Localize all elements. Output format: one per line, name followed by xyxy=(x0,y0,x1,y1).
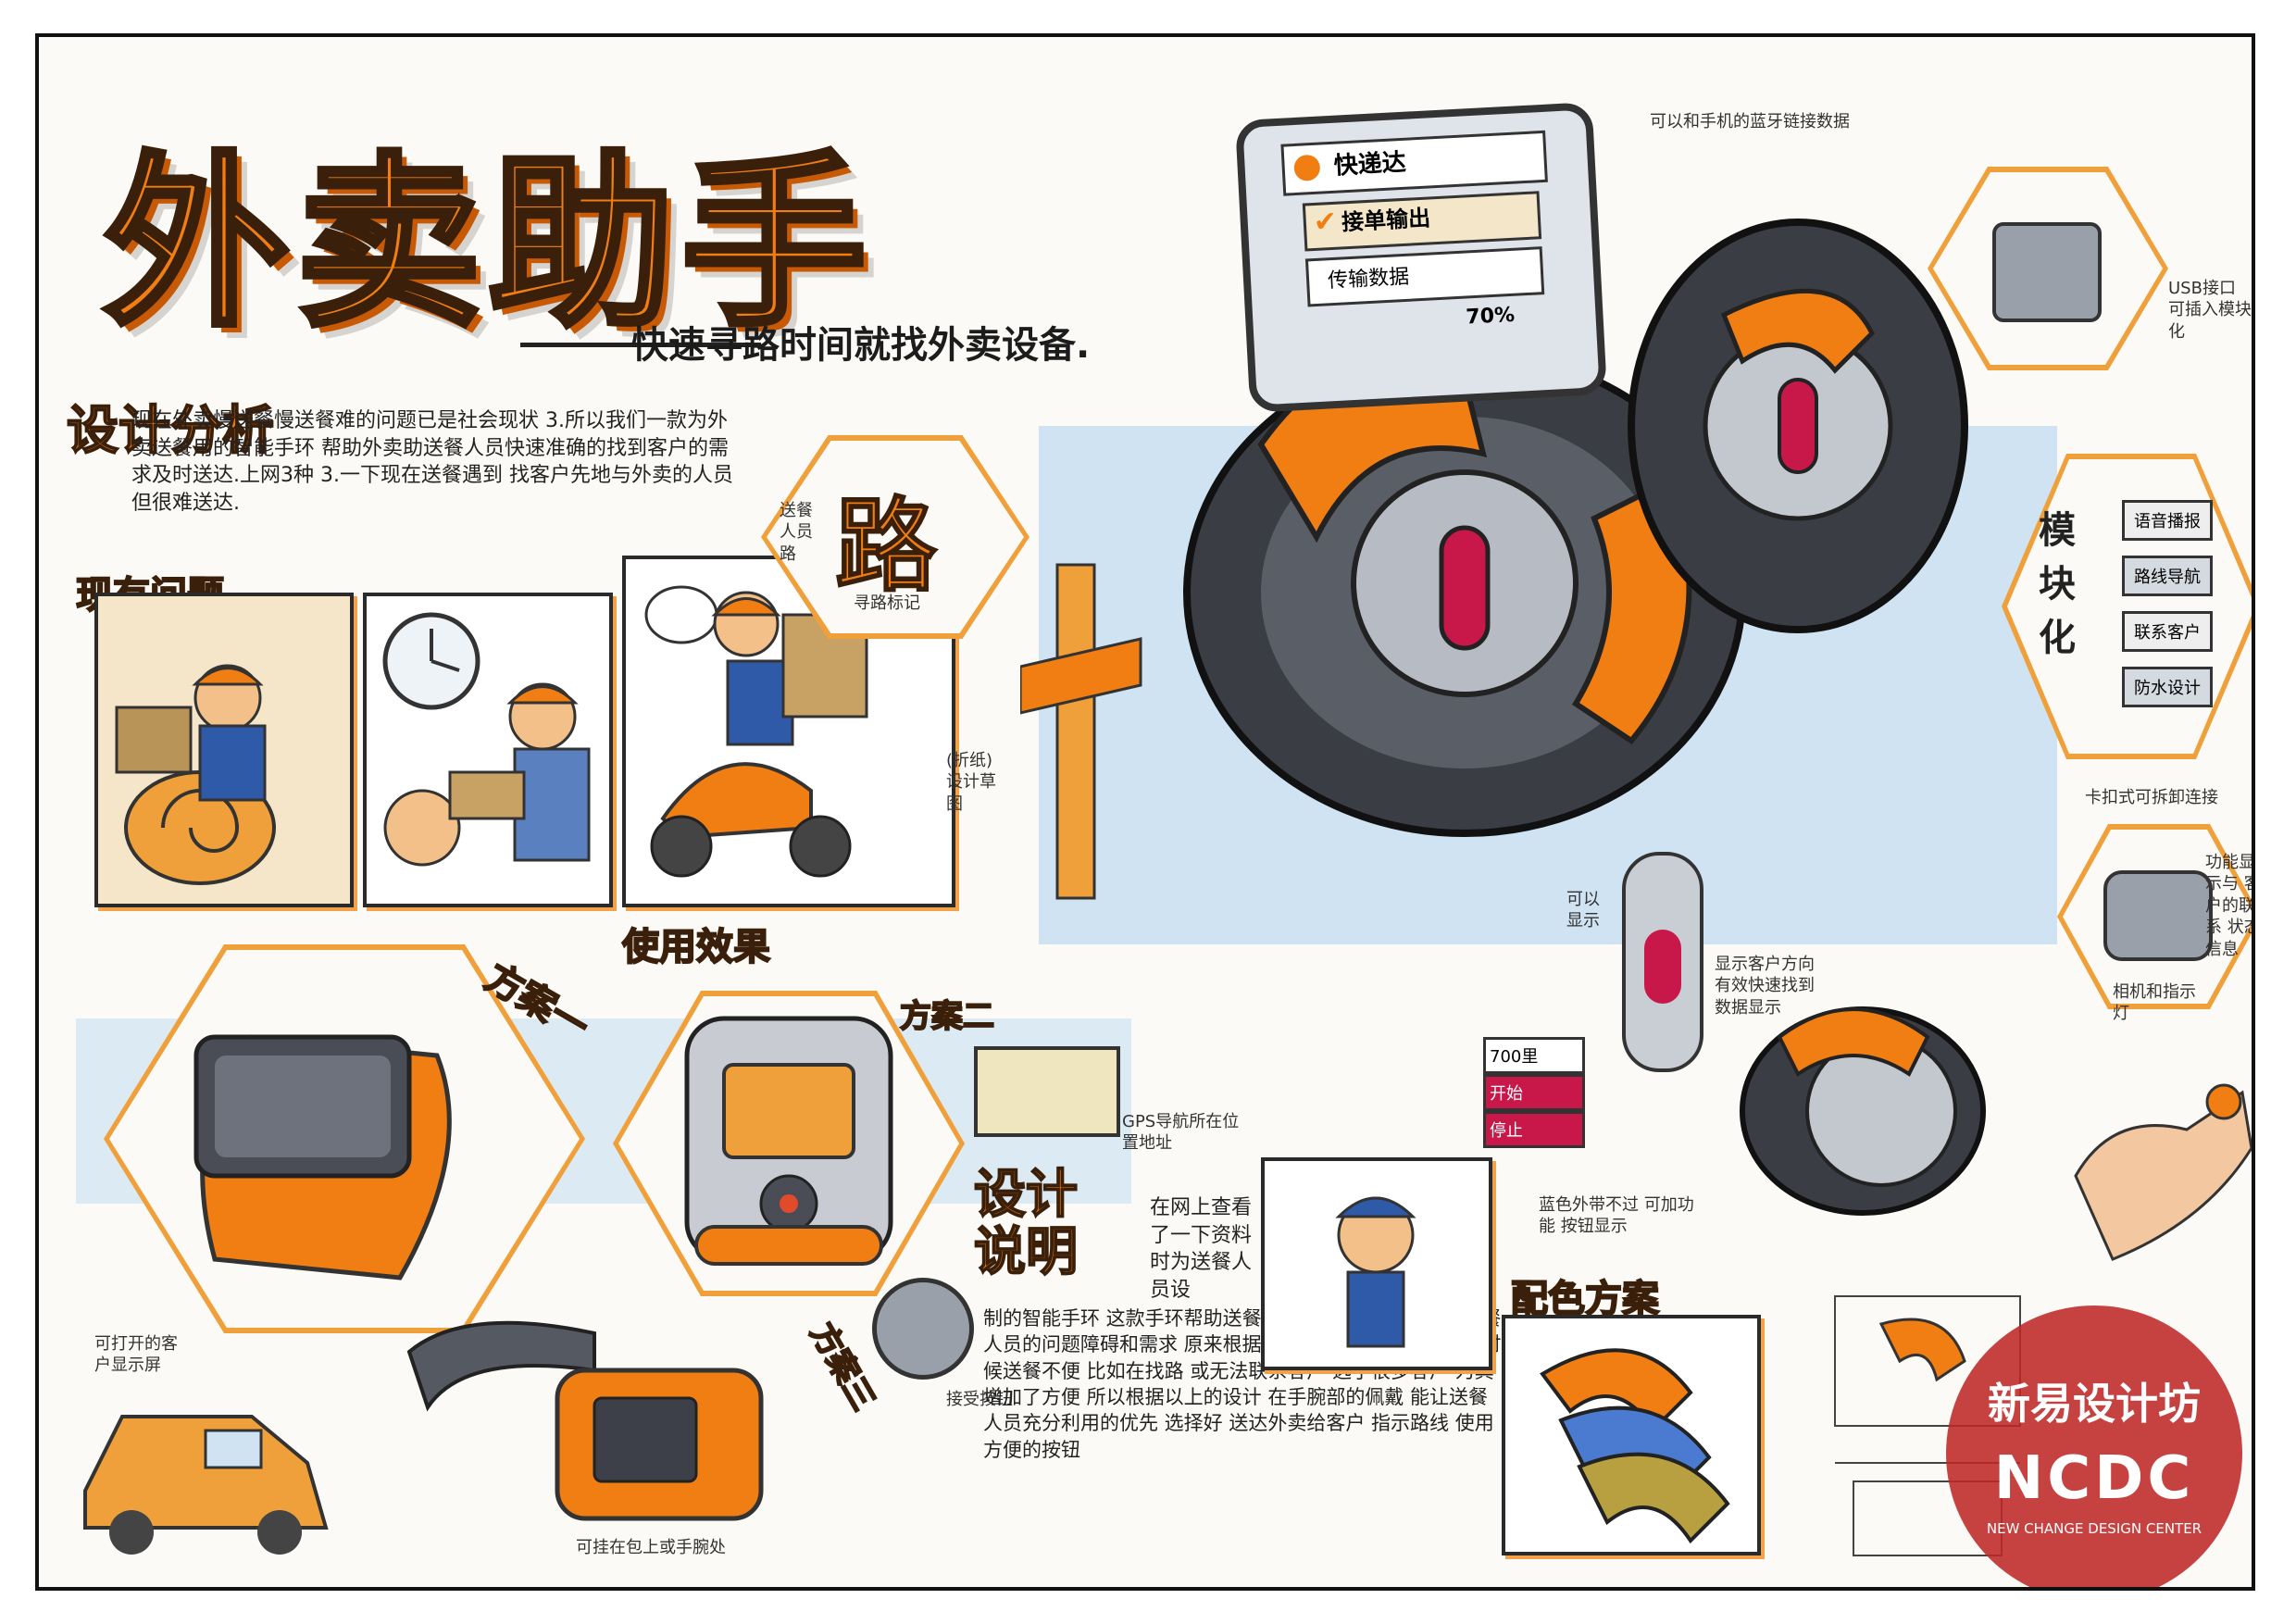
scheme1-caption: 可打开的客户显示屏 xyxy=(94,1334,178,1376)
scheme2-device-sketch xyxy=(684,1016,893,1266)
status-label-1: 700里 xyxy=(1483,1037,1585,1074)
screen-menu-2[interactable]: 传输数据 xyxy=(1304,246,1545,307)
route-char: 路 xyxy=(834,486,938,606)
analysis-text: 现在外卖慢送餐慢送餐难的问题已是社会现状 3.所以我们一款为外卖送餐用的智能手环… xyxy=(131,409,733,516)
route-note: (折纸) 设计草图 xyxy=(946,751,996,814)
top-right-annotation: 可以和手机的蓝牙链接数据 xyxy=(1650,112,1850,131)
poster-frame: 外卖助手 快速寻路时间就找外卖设备. 设计分析 现在外卖慢送餐慢送餐难的问题已是… xyxy=(35,33,2255,1591)
usb-annotation: USB接口 可插入模块化 xyxy=(2168,279,2252,342)
vertical-left-annotation: 可以显示 xyxy=(1566,890,1600,931)
usage-heading: 使用效果 xyxy=(621,925,771,969)
screen-app-name: 快递达 xyxy=(1333,148,1407,181)
subtitle-underline xyxy=(520,343,761,347)
indicator-annotation: 相机和指示灯 xyxy=(2113,982,2196,1024)
scheme1-watch-sketch xyxy=(193,1034,452,1280)
logo-brand: 新易设计坊 xyxy=(1988,1379,2201,1429)
problem-panel-clock xyxy=(363,593,613,907)
scheme3-device-sketch xyxy=(406,1320,764,1521)
poster-subtitle: 快速寻路时间就找外卖设备. xyxy=(631,324,1091,367)
scheme2-caption: GPS导航所在位置地址 xyxy=(1122,1112,1240,1154)
status-label-2: 开始 xyxy=(1483,1074,1585,1111)
strap-annotation: 卡扣式可拆卸连接 xyxy=(2085,788,2218,807)
running-courier-illustration xyxy=(1335,1196,1416,1348)
status-label-3: 停止 xyxy=(1483,1111,1585,1148)
module-item-3: 联系客户 xyxy=(2122,611,2213,652)
module-item-4: 防水设计 xyxy=(2122,667,2213,707)
color-variants-sketch xyxy=(1540,1348,1730,1544)
status-stack: 700里 开始 停止 xyxy=(1483,1037,1585,1148)
slider-unit xyxy=(1622,852,1703,1072)
clock-delivery-illustration xyxy=(382,612,591,867)
analysis-heading: 设计分析 xyxy=(66,400,275,462)
screen-menu-1-label: 接单输出 xyxy=(1341,205,1431,236)
module-heading: 模块化 xyxy=(2039,509,2076,659)
screen-mockup: 快递达 ✔ 接单输出 传输数据 70% xyxy=(1234,102,1608,413)
scheme2-map-icon xyxy=(974,1046,1120,1137)
poster-title: 外卖助手 xyxy=(101,133,875,355)
signpost-sketch xyxy=(1020,563,1142,900)
strap-colors-annotation: 蓝色外带不过 可加功能 按钮显示 xyxy=(1539,1195,1694,1237)
module-item-2: 路线导航 xyxy=(2122,556,2213,596)
screen-menu-2-label: 传输数据 xyxy=(1327,265,1410,294)
light-annotation: 功能显示与 客户的联系 状态 信息 xyxy=(2205,853,2255,959)
usb-module-block xyxy=(1992,222,2102,322)
color-scheme-panel xyxy=(1502,1315,1761,1555)
logo-mark: NCDC xyxy=(1993,1444,2195,1513)
screen-menu-1[interactable]: ✔ 接单输出 xyxy=(1302,191,1542,252)
ncdc-logo: 新易设计坊 NCDC NEW CHANGE DESIGN CENTER xyxy=(1946,1305,2242,1587)
secondary-watch-render xyxy=(1740,1006,1986,1216)
scheme3-knob-label: 接受按钮 xyxy=(946,1390,1013,1409)
main-watch-render xyxy=(1183,219,1968,837)
hand-wearing-watch-sketch xyxy=(2074,1083,2252,1261)
indicator-light-device xyxy=(2103,870,2213,961)
delivery-van-sketch xyxy=(83,1415,329,1555)
vertical-right-annotation: 显示客户方向 有效快速找到 数据显示 xyxy=(1715,955,1815,1018)
scheme2-label: 方案二 xyxy=(899,997,995,1036)
check-icon: ✔ xyxy=(1312,205,1338,240)
route-bottom-label: 寻路标记 xyxy=(854,593,920,613)
design-desc-intro: 在网上查看了一下资料时为送餐人员设 xyxy=(1150,1196,1253,1303)
courier-cartoon-panel xyxy=(1261,1157,1492,1370)
design-desc-heading: 设计说明 xyxy=(973,1165,1079,1282)
color-scheme-heading: 配色方案 xyxy=(1510,1277,1660,1321)
app-icon xyxy=(1293,154,1321,182)
route-side-label: 送餐人员路 xyxy=(780,501,813,564)
screen-app-header: 快递达 xyxy=(1280,130,1548,196)
snail-courier-illustration xyxy=(115,664,276,885)
problem-panel-snail xyxy=(94,593,354,907)
slider-fill xyxy=(1644,930,1681,1004)
scheme3-caption: 可挂在包上或手腕处 xyxy=(576,1538,726,1557)
module-item-1: 语音播报 xyxy=(2122,500,2213,541)
logo-tagline: NEW CHANGE DESIGN CENTER xyxy=(1986,1520,2202,1537)
scheme3-knob xyxy=(872,1278,974,1380)
screen-progress: 70% xyxy=(1465,303,1516,330)
